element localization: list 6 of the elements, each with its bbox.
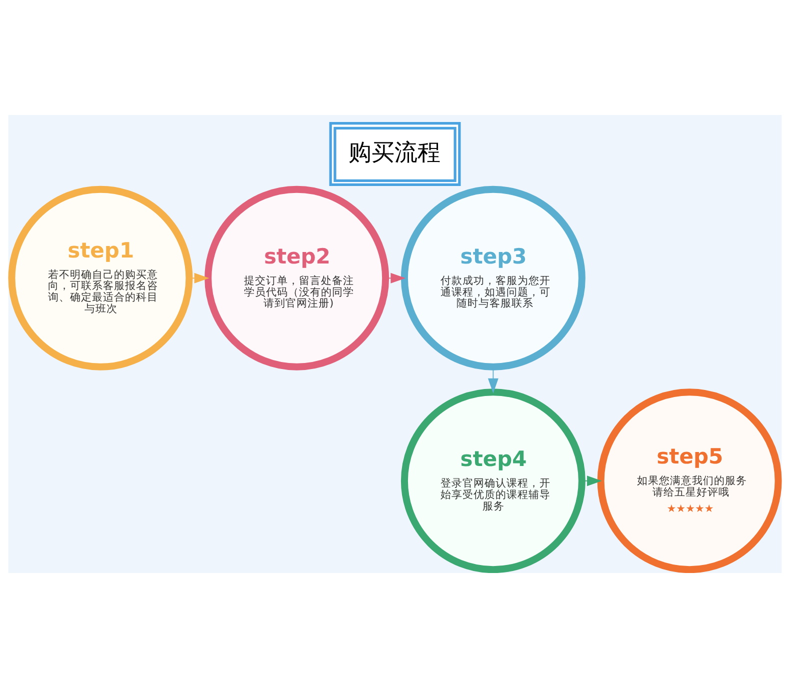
node-circle: step4 登录官网确认课程，开始享受优质的课程辅导服务 xyxy=(400,388,586,572)
node-circle: step2 提交订单，留言处备注学员代码（没有的同学请到官网注册) xyxy=(204,185,390,370)
node-circle: step3 付款成功，客服为您开通课程，如遇问题，可随时与客服联系 xyxy=(400,185,586,370)
diagram-title: 购买流程 xyxy=(348,139,441,166)
node-circle: step1 若不明确自己的购买意向，可联系客服报名咨询、确定最适合的科目与班次 xyxy=(8,185,193,370)
node-circle: step5 如果您满意我们的服务请给五星好评哦 ★★★★★ xyxy=(597,388,782,572)
